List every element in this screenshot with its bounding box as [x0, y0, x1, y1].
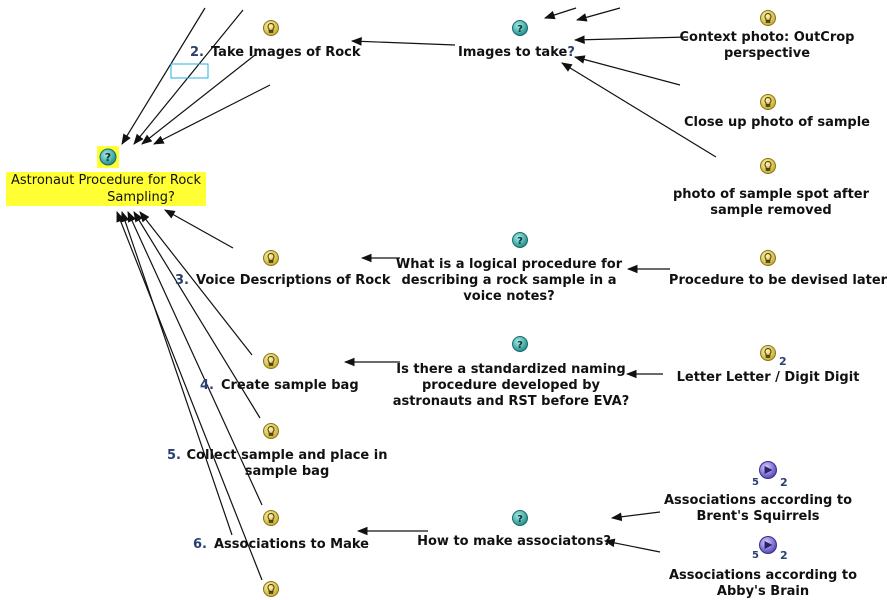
- idea-line-2: perspective: [723, 46, 811, 61]
- idea-icon[interactable]: [759, 344, 777, 362]
- step-number: 3.: [175, 273, 189, 288]
- idea-icon[interactable]: [759, 157, 777, 175]
- svg-text:?: ?: [517, 24, 523, 35]
- map-line-2: Abby's Brain: [716, 584, 810, 599]
- step-line-2: sample bag: [244, 464, 330, 479]
- root-line-2: Sampling?: [106, 189, 176, 206]
- idea-icon[interactable]: [262, 580, 280, 598]
- map-line-1: Associations according to: [668, 568, 858, 583]
- question-icon[interactable]: ?: [511, 509, 529, 527]
- step-label: Take Images of Rock: [210, 45, 361, 60]
- idea-letter-digit[interactable]: Letter Letter / Digit Digit: [676, 370, 860, 385]
- step-3-node[interactable]: 3. Voice Descriptions of Rock: [175, 273, 391, 289]
- map-line-1: Associations according to: [663, 493, 853, 508]
- idea-icon[interactable]: [262, 422, 280, 440]
- svg-text:?: ?: [517, 236, 523, 247]
- question-line-2: procedure developed by: [421, 378, 601, 393]
- root-node[interactable]: Astronaut Procedure for Rock Sampling?: [6, 172, 206, 206]
- idea-line-2: sample removed: [710, 203, 832, 218]
- question-line-1: What is a logical procedure for: [395, 257, 623, 272]
- map-icon[interactable]: [758, 535, 778, 555]
- svg-text:?: ?: [517, 514, 523, 525]
- idea-devised-later[interactable]: Procedure to be devised later: [668, 273, 887, 288]
- idea-line-1: Context photo: OutCrop: [679, 30, 855, 45]
- idea-icon[interactable]: [759, 93, 777, 111]
- idea-close-up[interactable]: Close up photo of sample: [683, 115, 871, 130]
- step-label: Create sample bag: [220, 378, 359, 393]
- root-line-1: Astronaut Procedure for Rock: [10, 172, 202, 189]
- svg-text:?: ?: [517, 340, 523, 351]
- question-icon[interactable]: ?: [511, 335, 529, 353]
- step-line-1: Collect sample and place in: [186, 448, 388, 463]
- idea-icon[interactable]: [759, 249, 777, 267]
- question-images-node[interactable]: Images to take?: [458, 45, 575, 61]
- idea-icon[interactable]: [262, 352, 280, 370]
- step-4-node[interactable]: 4. Create sample bag: [200, 378, 359, 394]
- step-number: 4.: [200, 378, 214, 393]
- map-badge-right: 2: [780, 476, 788, 489]
- selection-box[interactable]: [170, 63, 209, 79]
- root-question-icon[interactable]: ?: [97, 146, 119, 168]
- idea-icon[interactable]: [262, 249, 280, 267]
- map-badge-left: 5: [752, 550, 759, 561]
- step-2-node[interactable]: 2. Take Images of Rock: [190, 45, 361, 61]
- svg-text:?: ?: [105, 151, 111, 164]
- step-number: 6.: [193, 537, 207, 552]
- question-line-3: voice notes?: [463, 289, 555, 304]
- question-assoc-node[interactable]: How to make associatons?: [417, 534, 611, 549]
- idea-icon[interactable]: [759, 9, 777, 27]
- branch-connectors: [343, 7, 717, 553]
- question-line-3: astronauts and RST before EVA?: [392, 394, 630, 409]
- question-icon[interactable]: ?: [511, 231, 529, 249]
- question-line-2: describing a rock sample in a: [401, 273, 617, 288]
- question-line-1: Is there a standardized naming: [396, 362, 626, 377]
- question-suffix: ?: [567, 45, 575, 60]
- idea-icon[interactable]: [262, 19, 280, 37]
- map-line-2: Brent's Squirrels: [696, 509, 820, 524]
- map-icon[interactable]: [758, 460, 778, 480]
- idea-icon[interactable]: [262, 509, 280, 527]
- step-6-node[interactable]: 6. Associations to Make: [193, 537, 369, 553]
- step-number: 2.: [190, 45, 204, 60]
- idea-line-1: photo of sample spot after: [672, 187, 870, 202]
- question-icon[interactable]: ?: [511, 19, 529, 37]
- question-label: Images to take: [458, 45, 568, 60]
- root-connectors: [116, 7, 271, 581]
- map-badge-right: 2: [780, 549, 788, 562]
- map-badge-left: 5: [752, 477, 759, 488]
- step-label: Voice Descriptions of Rock: [195, 273, 391, 288]
- step-5-number: 5.: [167, 448, 181, 463]
- step-label: Associations to Make: [213, 537, 370, 552]
- count-badge: 2: [779, 355, 787, 368]
